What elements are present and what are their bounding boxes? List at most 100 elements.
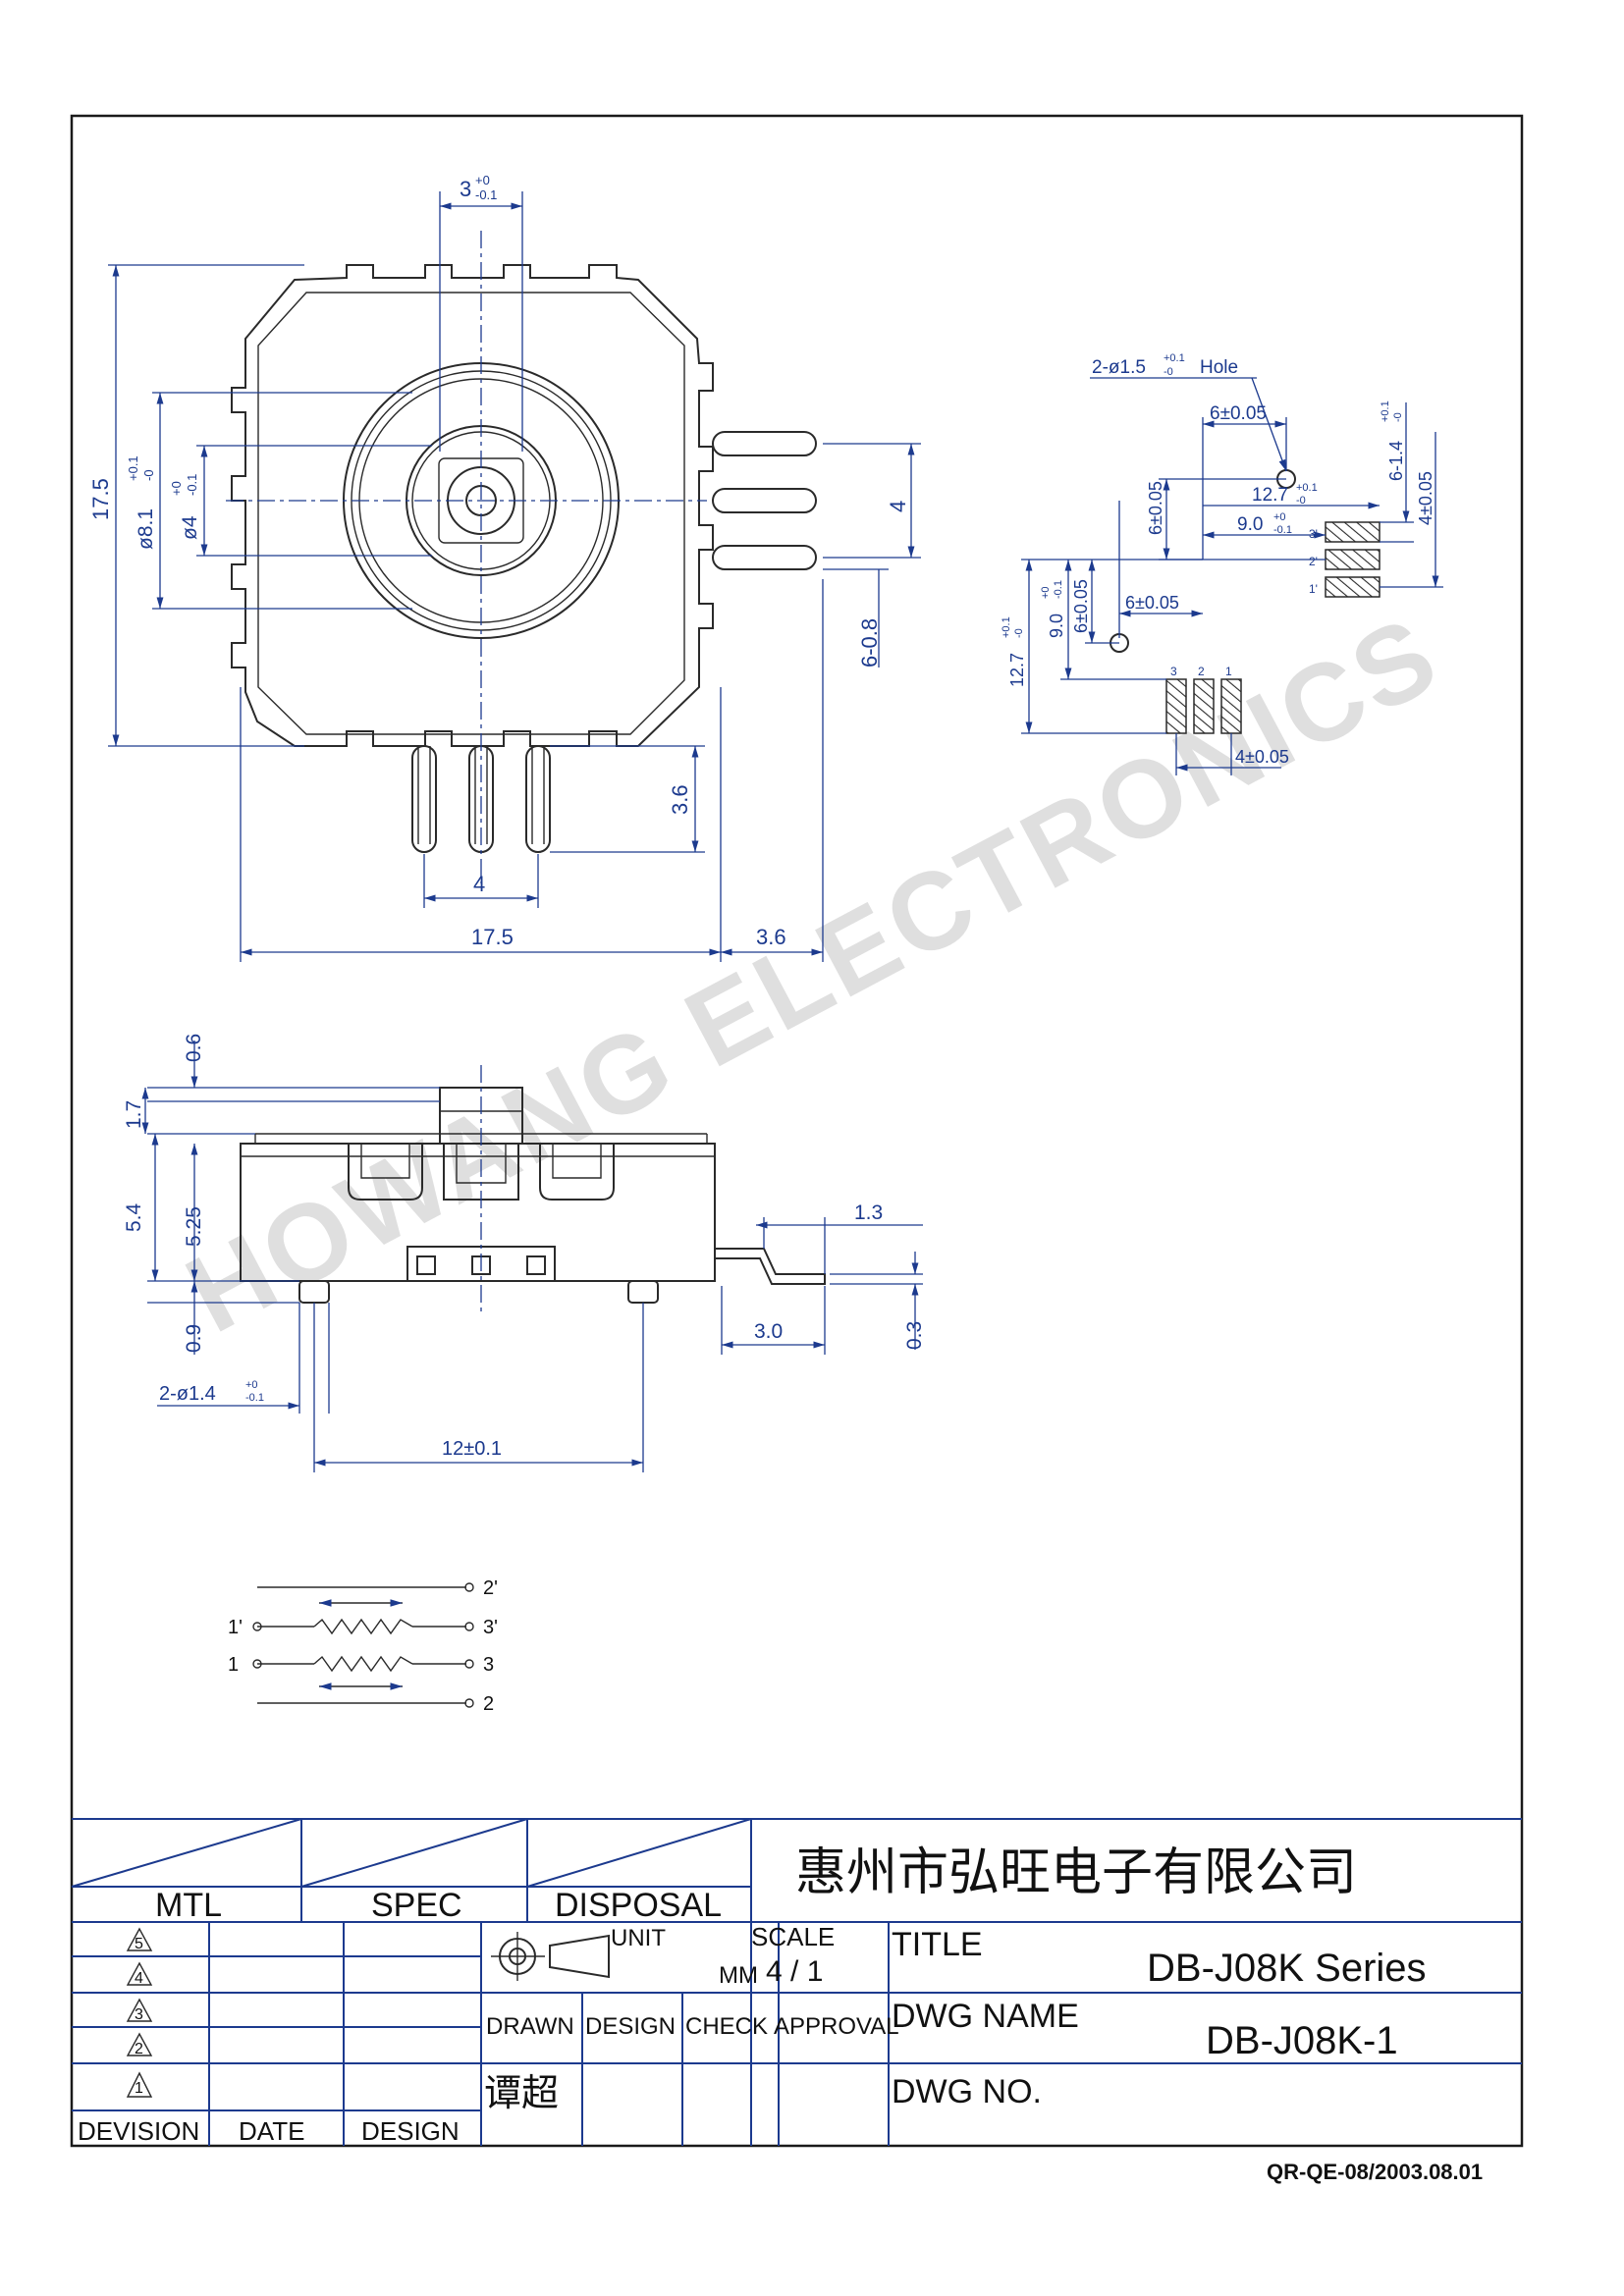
hole-callout: 2-ø1.5 bbox=[1092, 357, 1146, 378]
dim-tol: +0.1 bbox=[1296, 482, 1318, 494]
label-unit: UNIT bbox=[611, 1925, 666, 1951]
label-design-sign: DESIGN bbox=[585, 2013, 676, 2040]
dim-tol: -0.1 bbox=[245, 1392, 264, 1404]
sch-label: 1 bbox=[228, 1654, 239, 1676]
front-view: 3 +0 -0.1 17.5 ø8.1 +0.1 -0 ø4 +0 -0.1 4… bbox=[88, 173, 921, 962]
rev-num: 2 bbox=[135, 2041, 143, 2057]
sch-label: 3' bbox=[483, 1617, 498, 1638]
dim-6-vert-top: 6±0.05 bbox=[1146, 481, 1165, 535]
dim-6-top: 6±0.05 bbox=[1210, 403, 1267, 424]
dim-tol: +0 bbox=[1273, 511, 1286, 523]
dim-right-4: 4 bbox=[886, 501, 910, 512]
dim-3-0: 3.0 bbox=[754, 1320, 783, 1343]
sch-label: 3 bbox=[483, 1654, 494, 1676]
sch-label: 1' bbox=[228, 1617, 243, 1638]
dim-9-h: 9.0 bbox=[1237, 514, 1263, 535]
watermark: HOWANG ELECTRONICS bbox=[168, 592, 1458, 1356]
dwg-name-value: DB-J08K-1 bbox=[1206, 2019, 1398, 2062]
dim-dia-4: ø4 bbox=[179, 515, 201, 540]
dim-6-0-8: 6-0.8 bbox=[857, 618, 882, 667]
pad-label: 3 bbox=[1170, 665, 1177, 678]
company-name: 惠州市弘旺电子有限公司 bbox=[795, 1844, 1357, 1901]
dim-6-mid: 6±0.05 bbox=[1125, 593, 1179, 613]
pad-label: 2 bbox=[1198, 665, 1205, 678]
title-value: DB-J08K Series bbox=[1147, 1947, 1427, 1990]
pad-label: 3' bbox=[1309, 527, 1318, 541]
dim-4-vert: 4±0.05 bbox=[1416, 471, 1435, 525]
dim-tol: +0.1 bbox=[1164, 352, 1185, 364]
schematic: 1' 1 2' 3' 3 2 bbox=[228, 1577, 498, 1715]
label-check: CHECK bbox=[685, 2013, 768, 2040]
dim-12-7-v: 12.7 bbox=[1007, 653, 1027, 687]
dim-0-6: 0.6 bbox=[183, 1034, 205, 1062]
dim-peg-pitch: 12±0.1 bbox=[442, 1438, 502, 1460]
dim-tol: -0 bbox=[1164, 366, 1173, 378]
side-view: 0.6 1.7 5.4 5.25 0.9 1.3 0.3 3.0 2-ø1.4 … bbox=[123, 1034, 926, 1472]
dim-tol: -0.1 bbox=[475, 187, 497, 202]
dim-tol: +0 bbox=[245, 1379, 258, 1391]
dim-tol: +0 bbox=[1040, 586, 1052, 599]
dim-bottom-3-6-ext: 3.6 bbox=[756, 925, 786, 949]
dim-tol: -0 bbox=[1296, 495, 1306, 507]
label-spec: SPEC bbox=[371, 1887, 462, 1924]
dim-bottom-4: 4 bbox=[473, 872, 485, 896]
dim-tol: -0 bbox=[141, 469, 156, 481]
pad-label: 1 bbox=[1225, 665, 1232, 678]
right-pins bbox=[712, 431, 817, 570]
dim-12-7-h: 12.7 bbox=[1252, 485, 1288, 506]
pad-label: 1' bbox=[1309, 582, 1318, 596]
dim-tol: -0 bbox=[1392, 412, 1404, 422]
dim-tol: +0.1 bbox=[1001, 616, 1012, 638]
rev-num: 3 bbox=[135, 2006, 143, 2023]
dim-4-bottom: 4±0.05 bbox=[1235, 747, 1289, 767]
dim-1-7: 1.7 bbox=[123, 1100, 145, 1129]
label-approval: APPROVAL bbox=[774, 2013, 899, 2040]
label-disposal: DISPOSAL bbox=[555, 1887, 722, 1924]
rev-num: 5 bbox=[135, 1936, 143, 1952]
dim-6-vert-left: 6±0.05 bbox=[1071, 579, 1091, 633]
dim-bottom-3-6: 3.6 bbox=[668, 784, 692, 815]
dim-tol: +0 bbox=[169, 481, 184, 496]
dim-top-3: 3 bbox=[460, 177, 471, 201]
label-title: TITLE bbox=[892, 1926, 983, 1963]
sch-label: 2 bbox=[483, 1693, 494, 1715]
col-revision: DEVISION bbox=[78, 2116, 199, 2146]
dim-peg-dia: 2-ø1.4 bbox=[159, 1383, 216, 1405]
hole-suffix: Hole bbox=[1200, 357, 1238, 378]
rev-num: 1 bbox=[135, 2080, 143, 2097]
sheet-border bbox=[70, 114, 1524, 2148]
rev-num: 4 bbox=[135, 1970, 143, 1987]
label-scale: SCALE bbox=[751, 1922, 835, 1951]
label-dwg-name: DWG NAME bbox=[892, 1998, 1079, 2035]
col-date: DATE bbox=[239, 2116, 304, 2146]
form-code: QR-QE-08/2003.08.01 bbox=[1267, 2160, 1483, 2184]
label-dwg-no: DWG NO. bbox=[892, 2073, 1042, 2110]
dim-left-17-5: 17.5 bbox=[88, 478, 113, 520]
drawn-by: 谭超 bbox=[484, 2073, 559, 2114]
pcb-layout: 3' 2' 1' 3 2 1 2-ø1.5 +0.1 -0 Hole 6±0.0… bbox=[1001, 352, 1443, 775]
sch-label: 2' bbox=[483, 1577, 498, 1599]
label-mtl: MTL bbox=[155, 1887, 222, 1924]
col-design: DESIGN bbox=[361, 2116, 460, 2146]
label-drawn: DRAWN bbox=[486, 2013, 574, 2040]
dim-9-v: 9.0 bbox=[1047, 614, 1066, 638]
dim-bottom-17-5: 17.5 bbox=[471, 925, 514, 949]
dim-5-25: 5.25 bbox=[183, 1206, 205, 1247]
scale-value: 4 / 1 bbox=[766, 1955, 823, 1988]
revision-triangles: 5 4 3 2 1 bbox=[126, 1927, 153, 2098]
dim-tol: +0.1 bbox=[126, 455, 140, 481]
dim-6-1-4: 6-1.4 bbox=[1386, 441, 1406, 481]
dim-tol: -0.1 bbox=[185, 474, 199, 496]
dim-0-3: 0.3 bbox=[903, 1321, 926, 1350]
dim-dia-8-1: ø8.1 bbox=[135, 508, 157, 550]
dim-tol: -0 bbox=[1013, 628, 1025, 638]
projection-symbol bbox=[491, 1932, 610, 1981]
dim-5-4: 5.4 bbox=[123, 1202, 145, 1232]
dim-tol: -0.1 bbox=[1053, 580, 1064, 599]
dim-tol: -0.1 bbox=[1273, 524, 1292, 536]
dim-1-3: 1.3 bbox=[854, 1201, 883, 1224]
pad-label: 2' bbox=[1309, 555, 1318, 568]
title-block: MTL SPEC DISPOSAL 惠州市弘旺电子有限公司 UNIT MM SC… bbox=[71, 1818, 1522, 2146]
dim-0-9: 0.9 bbox=[183, 1324, 205, 1353]
